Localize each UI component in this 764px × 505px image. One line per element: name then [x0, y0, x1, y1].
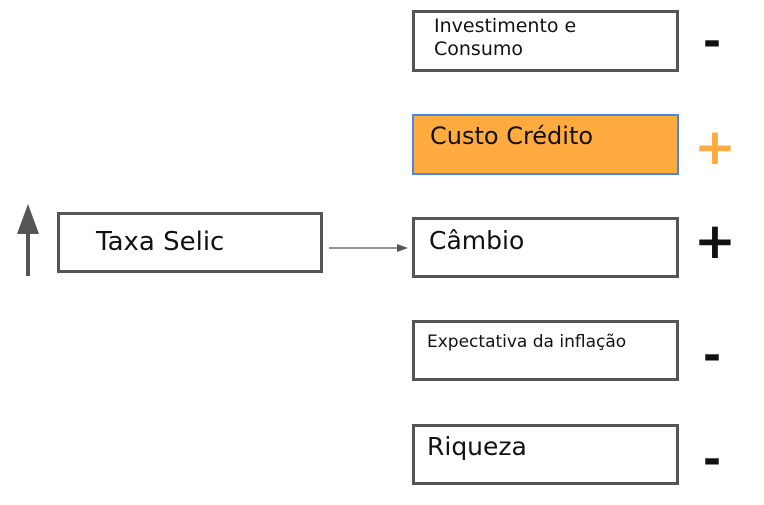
cambio-box: Câmbio [412, 217, 679, 278]
up-arrow-icon [17, 204, 39, 276]
taxa-selic-box: Taxa Selic [57, 212, 323, 273]
investimento-consumo-box: Investimento e Consumo [412, 10, 679, 72]
expectativa-sign: - [702, 330, 722, 381]
cambio-sign: + [694, 212, 736, 270]
custo-credito-label: Custo Crédito [430, 122, 594, 150]
riqueza-sign: - [702, 434, 722, 485]
custo-credito-sign: + [694, 118, 736, 176]
riqueza-label: Riqueza [427, 432, 527, 461]
expectativa-inflacao-box: Expectativa da inflação [412, 320, 679, 381]
cambio-label: Câmbio [429, 226, 525, 255]
taxa-selic-label: Taxa Selic [96, 227, 225, 257]
riqueza-box: Riqueza [412, 424, 679, 485]
investimento-sign: - [702, 16, 722, 67]
connector-arrow [329, 244, 408, 252]
custo-credito-box: Custo Crédito [412, 114, 679, 175]
expectativa-inflacao-label: Expectativa da inflação [427, 332, 627, 352]
investimento-consumo-label: Investimento e Consumo [434, 15, 577, 61]
